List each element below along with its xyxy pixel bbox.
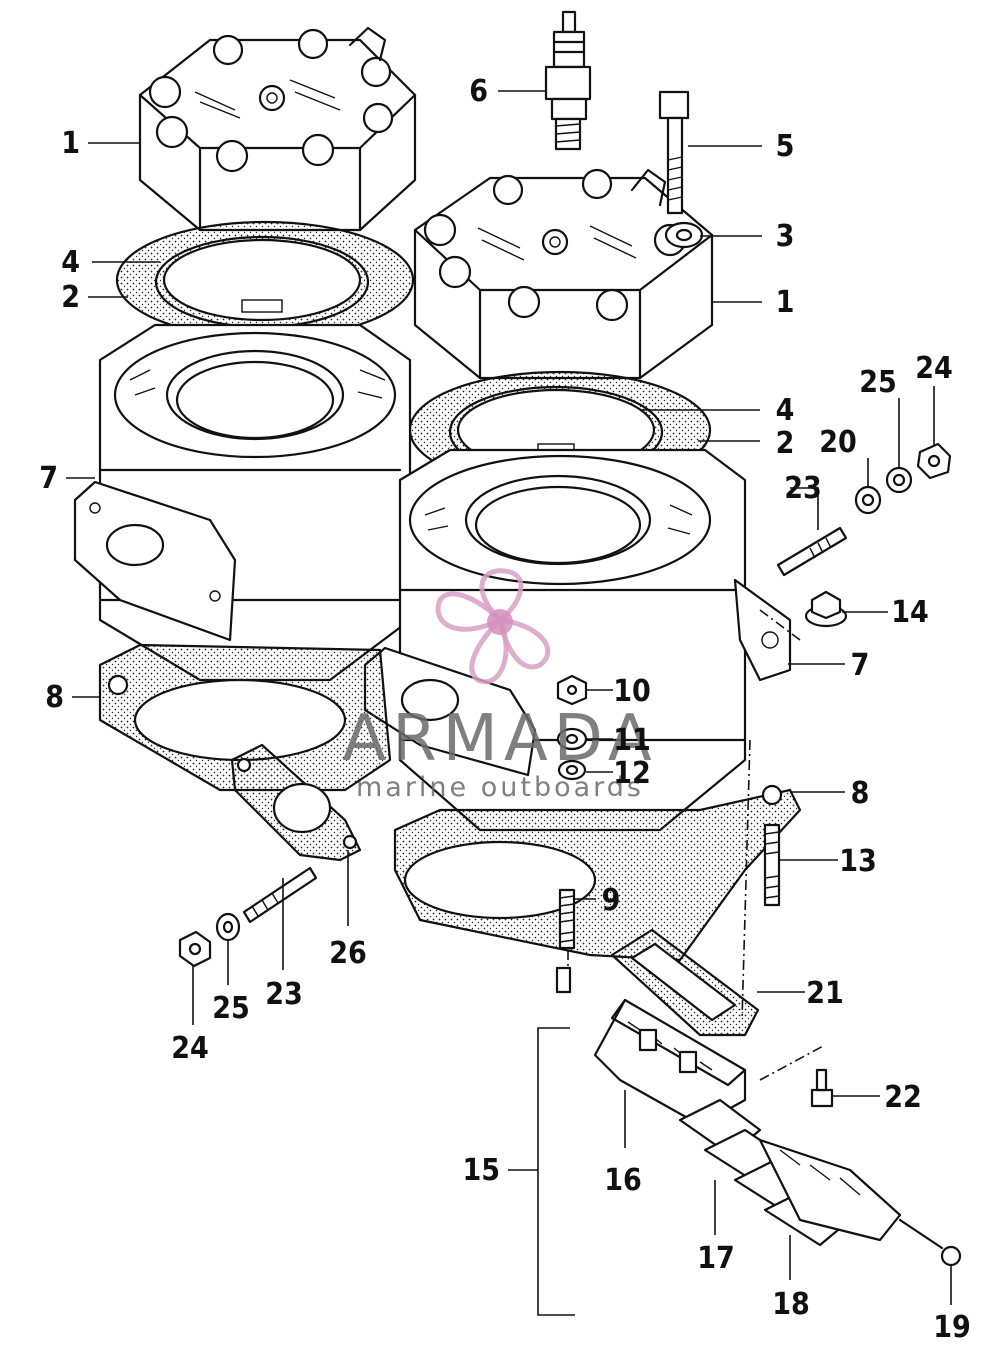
cylinder-washer xyxy=(557,759,587,781)
reed-gasket xyxy=(610,928,760,1037)
cylinder-stud xyxy=(555,888,576,994)
stud-left xyxy=(242,866,318,924)
label-part-7-right: 7 xyxy=(851,648,870,683)
label-part-2-right: 2 xyxy=(776,426,795,461)
cylinder-head-left xyxy=(138,26,417,232)
reed-block xyxy=(593,998,747,1127)
label-part-23-right: 23 xyxy=(784,471,822,506)
label-part-12: 12 xyxy=(613,756,651,791)
base-gasket-right xyxy=(393,784,802,962)
label-part-11: 11 xyxy=(613,723,651,758)
washer-right xyxy=(854,485,882,515)
label-part-23-left: 23 xyxy=(265,977,303,1012)
label-part-14: 14 xyxy=(891,595,929,630)
label-part-25-left: 25 xyxy=(212,991,250,1026)
head-washer xyxy=(664,221,704,249)
label-part-9: 9 xyxy=(602,883,621,918)
cylinder-nut xyxy=(556,674,588,706)
watermark: ARMADA marine outboards xyxy=(342,568,652,803)
label-part-8-left: 8 xyxy=(45,680,64,715)
label-part-21: 21 xyxy=(806,976,844,1011)
label-part-15: 15 xyxy=(462,1153,500,1188)
label-part-20: 20 xyxy=(819,425,857,460)
leader-lines xyxy=(66,90,952,1305)
stud-right xyxy=(776,526,848,577)
reed-screw xyxy=(810,1068,834,1108)
label-part-5: 5 xyxy=(776,129,795,164)
label-part-6: 6 xyxy=(469,74,488,109)
base-gasket-left xyxy=(98,643,392,792)
label-part-16: 16 xyxy=(604,1163,642,1198)
lock-washer-left xyxy=(215,912,241,942)
assembly-bracket xyxy=(537,1027,575,1316)
label-part-4-right: 4 xyxy=(776,393,795,428)
head-bolt xyxy=(658,90,690,215)
part-number-labels: 1 1 2 2 3 4 4 5 6 7 7 8 8 9 10 11 12 13 … xyxy=(39,74,971,1345)
head-gasket-left xyxy=(115,220,415,340)
label-part-1-left: 1 xyxy=(61,126,80,161)
lock-washer-right xyxy=(885,466,913,494)
watermark-logo xyxy=(435,568,551,685)
label-part-26: 26 xyxy=(329,936,367,971)
label-part-2-left: 2 xyxy=(61,280,80,315)
spark-plug xyxy=(544,10,592,151)
label-part-24-right: 24 xyxy=(915,351,953,386)
label-part-24-left: 24 xyxy=(171,1031,209,1066)
cylinder-body-right xyxy=(363,448,792,832)
reed-stopper xyxy=(758,1138,902,1242)
cylinder-body-left xyxy=(73,323,412,682)
reed-small-screw xyxy=(898,1218,962,1267)
label-part-7-left: 7 xyxy=(39,461,58,496)
label-part-25-right: 25 xyxy=(859,365,897,400)
watermark-tagline: marine outboards xyxy=(356,772,644,803)
nut-right xyxy=(916,442,952,480)
label-part-17: 17 xyxy=(697,1241,735,1276)
flange-nut xyxy=(804,590,848,628)
label-part-19: 19 xyxy=(933,1310,971,1345)
nut-left xyxy=(178,930,212,968)
label-part-1-right: 1 xyxy=(776,285,795,320)
label-part-3: 3 xyxy=(776,219,795,254)
label-part-13: 13 xyxy=(839,844,877,879)
alignment-lines xyxy=(567,609,826,1081)
label-part-10: 10 xyxy=(613,674,651,709)
exhaust-gasket xyxy=(230,743,362,862)
label-part-8-right: 8 xyxy=(851,776,870,811)
label-part-22: 22 xyxy=(884,1080,922,1115)
long-stud xyxy=(763,823,781,907)
label-part-18: 18 xyxy=(772,1287,810,1322)
label-part-4-left: 4 xyxy=(61,245,80,280)
